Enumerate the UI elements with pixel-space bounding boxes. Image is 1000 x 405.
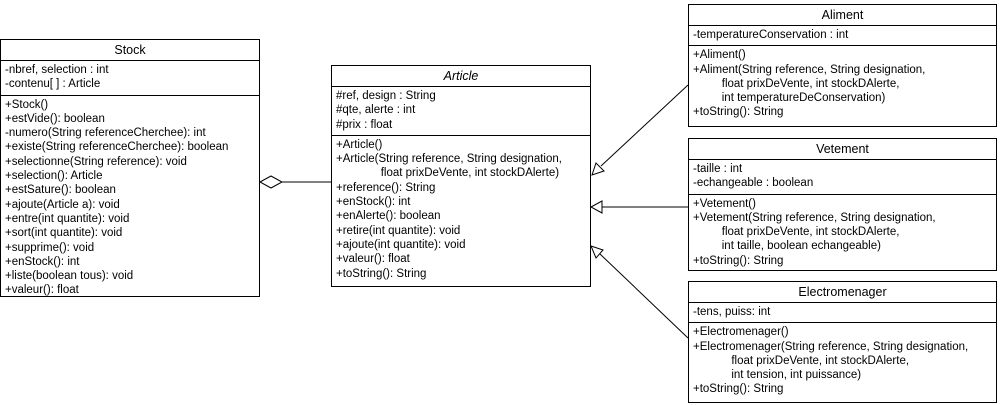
operation: float prixDeVente, int stockDAlerte, <box>693 354 910 367</box>
operation: +estVide(): boolean <box>5 112 105 125</box>
operation: +Article(String reference, String design… <box>336 153 562 166</box>
operation: +Article() <box>336 138 383 151</box>
operation: +reference(): String <box>336 181 436 194</box>
generalization-aliment-article <box>591 84 689 176</box>
attributes-section: -tens, puiss: int <box>689 303 996 322</box>
operation: +Electromenager() <box>693 326 789 339</box>
operation: +selectionne(String reference): void <box>5 155 187 168</box>
operation: +toString(): String <box>336 267 427 280</box>
attribute: #qte, alerte : int <box>336 104 416 117</box>
class-vetement[interactable]: Vetement -taille : int -echangeable : bo… <box>688 138 997 271</box>
operations-section: +Electromenager() +Electromenager(String… <box>689 322 996 399</box>
operation: +Electromenager(String reference, String… <box>693 340 969 353</box>
attribute: -temperatureConservation : int <box>693 29 849 41</box>
generalization-electromenager-article <box>590 245 689 339</box>
operation: +supprime(): void <box>5 241 95 254</box>
operations-section: +Aliment() +Aliment(String reference, St… <box>689 45 996 122</box>
generalization-vetement-article <box>589 200 688 214</box>
attribute: -taille : int <box>693 163 743 175</box>
attributes-section: -nbref, selection : int -contenu[ ] : Ar… <box>1 61 259 95</box>
operation: +Vetement(String reference, String desig… <box>693 211 936 224</box>
generalization-triangle-icon <box>589 200 603 214</box>
operation: +estSature(): boolean <box>5 184 116 197</box>
operations-section: +Article() +Article(String reference, St… <box>332 134 590 284</box>
operation: +toString(): String <box>693 383 784 396</box>
operation: +enStock(): int <box>5 255 80 268</box>
attributes-section: -temperatureConservation : int <box>689 26 996 45</box>
class-electromenager[interactable]: Electromenager -tens, puiss: int +Electr… <box>688 281 997 403</box>
attributes-section: -taille : int -echangeable : boolean <box>689 160 996 194</box>
operations-section: +Vetement() +Vetement(String reference, … <box>689 193 996 271</box>
operation: float prixDeVente, int stockDAlerte) <box>336 167 560 180</box>
operation: +selection(): Article <box>5 170 103 183</box>
operation: +toString(): String <box>693 106 784 119</box>
operations-section: +Stock() +estVide(): boolean -numero(Str… <box>1 94 259 301</box>
class-name: Stock <box>1 40 259 61</box>
attribute: -echangeable : boolean <box>693 177 814 190</box>
operation: -numero(String referenceCherchee): int <box>5 127 206 140</box>
class-article[interactable]: Article #ref, design : String #qte, aler… <box>331 65 591 287</box>
operation: +valeur(): float <box>336 253 410 266</box>
aggregation-diamond-icon <box>258 175 284 189</box>
operation: int temperatureDeConservation) <box>693 92 886 105</box>
operation: +enAlerte(): boolean <box>336 210 441 223</box>
class-name: Vetement <box>689 139 996 160</box>
operation: +valeur(): float <box>5 284 79 297</box>
operation: +existe(String referenceCherchee): boole… <box>5 141 229 154</box>
operation: float prixDeVente, int stockDAlerte, <box>693 77 900 90</box>
operation: +Aliment() <box>693 49 746 62</box>
attribute: -tens, puiss: int <box>693 306 771 318</box>
operation: +toString(): String <box>693 254 784 267</box>
operation: +Aliment(String reference, String design… <box>693 63 926 76</box>
attribute: #prix : float <box>336 118 393 131</box>
attribute: -contenu[ ] : Article <box>5 78 101 91</box>
operation: +ajoute(Article a): void <box>5 198 120 211</box>
class-name: Aliment <box>689 5 996 26</box>
operation: int tension, int puissance) <box>693 369 862 382</box>
generalization-triangle-icon <box>590 245 604 259</box>
attributes-section: #ref, design : String #qte, alerte : int… <box>332 87 590 135</box>
operation: int taille, boolean echangeable) <box>693 240 881 253</box>
attribute: #ref, design : String <box>336 90 436 102</box>
aggregation-stock-article <box>258 175 331 189</box>
operation: +ajoute(int quantite): void <box>336 238 466 251</box>
operation: +entre(int quantite): void <box>5 212 130 225</box>
operation: +sort(int quantite): void <box>5 227 123 240</box>
class-name: Article <box>332 66 590 87</box>
class-name: Electromenager <box>689 282 996 303</box>
operation: float prixDeVente, int stockDAlerte, <box>693 226 900 239</box>
operation: +retire(int quantite): void <box>336 224 461 237</box>
class-stock[interactable]: Stock -nbref, selection : int -contenu[ … <box>0 39 260 297</box>
operation: +Stock() <box>5 98 49 111</box>
attribute: -nbref, selection : int <box>5 64 109 76</box>
generalization-triangle-icon <box>591 162 605 176</box>
operation: +liste(boolean tous): void <box>5 270 134 283</box>
class-aliment[interactable]: Aliment -temperatureConservation : int +… <box>688 4 997 127</box>
operation: +enStock(): int <box>336 196 411 209</box>
operation: +Vetement() <box>693 197 756 210</box>
